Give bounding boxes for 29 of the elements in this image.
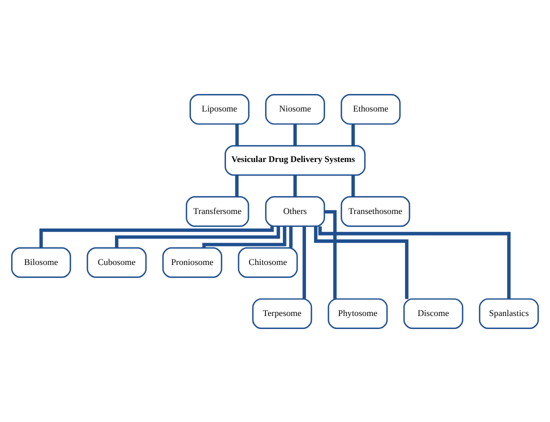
connector — [114, 226, 280, 248]
connector — [351, 174, 355, 196]
node-box: Proniosome — [162, 246, 222, 278]
connector — [235, 174, 239, 196]
node-box: Terpesome — [252, 298, 312, 328]
connector — [314, 226, 408, 298]
node-box: Ethosome — [340, 94, 401, 124]
connector — [235, 124, 239, 146]
node-box: Spanlastics — [478, 298, 539, 328]
node-box: Others — [265, 196, 326, 226]
node-box: Transfersome — [186, 196, 250, 226]
connector — [351, 124, 355, 146]
node-box: Bilosome — [11, 246, 72, 278]
node-box: Transethosome — [340, 196, 410, 226]
connector — [289, 226, 293, 248]
node-box: Chitosome — [238, 246, 298, 278]
node-box: Phytosome — [328, 298, 388, 328]
node-box: Vesicular Drug Delivery Systems — [224, 144, 366, 176]
connector — [202, 226, 286, 248]
connector — [318, 226, 511, 298]
connector — [293, 124, 297, 146]
node-box: Niosome — [265, 94, 326, 124]
node-box: Liposome — [190, 94, 250, 124]
connector — [302, 226, 306, 298]
connector — [39, 226, 274, 248]
node-box: Cubosome — [86, 246, 147, 278]
connector — [293, 174, 297, 196]
node-box: Discome — [403, 298, 464, 328]
connector — [324, 210, 337, 298]
